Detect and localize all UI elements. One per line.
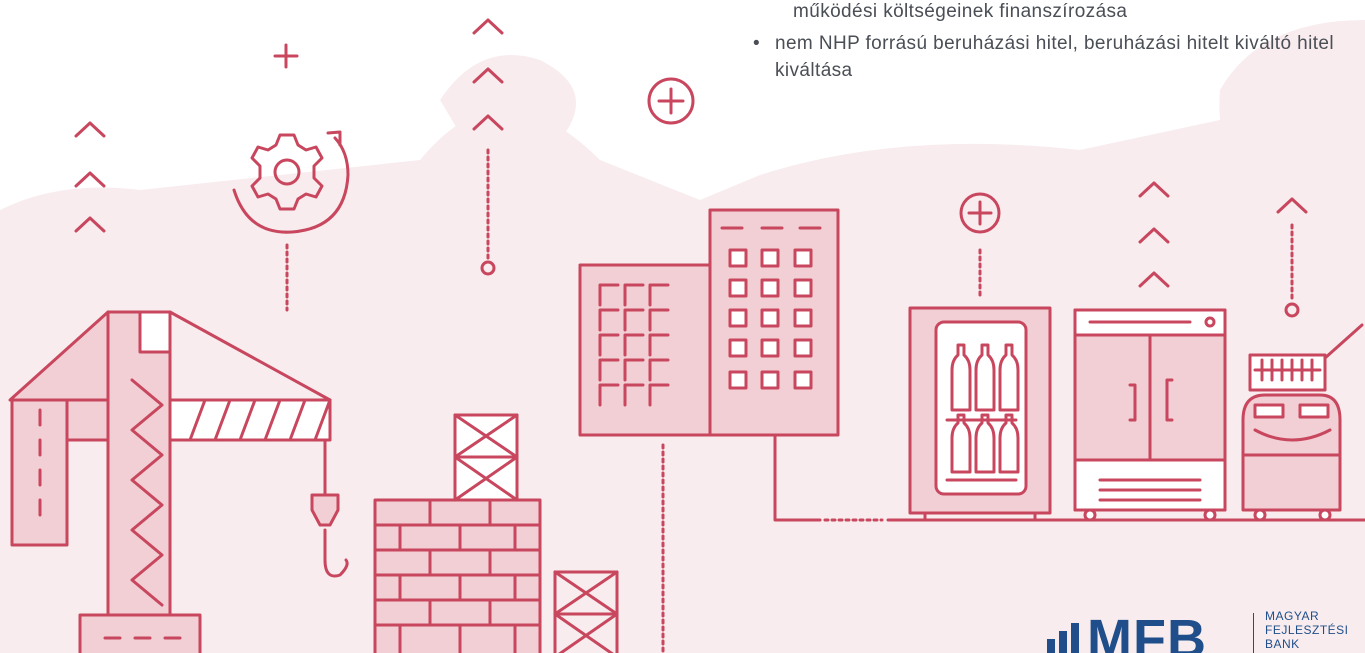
chevron-up-icon-group-center [472,18,504,131]
logo-divider [1253,613,1254,653]
plus-icon [273,43,299,69]
logo-subtitle: MAGYAR FEJLESZTÉSI BANK [1265,609,1349,651]
plus-circle-icon [647,77,695,125]
logo-wordmark: MFB [1087,609,1207,653]
beverage-fridge-illustration [908,192,1052,522]
financing-text-line: működési költségeinek finanszírozása [793,1,1128,22]
mfb-logo: MFB MAGYAR FEJLESZTÉSI BANK [1045,605,1365,653]
crane-illustration [8,310,349,653]
chevron-up-icon-group-left [74,121,106,233]
logo-subtitle-line-1: MAGYAR [1265,609,1320,623]
double-fridge-illustration [1073,181,1227,522]
gear-icon [232,130,350,234]
logo-subtitle-line-3: BANK [1265,637,1300,651]
brick-wall-illustration [373,413,619,653]
logo-subtitle-line-2: FEJLESZTÉSI [1265,623,1349,637]
office-buildings-illustration [578,208,1365,653]
bullet-item-text: nem NHP forrású beruházási hitel, beruhá… [775,33,1334,81]
bullet-marker: • [753,33,761,54]
deep-fryer-illustration [1241,197,1364,522]
